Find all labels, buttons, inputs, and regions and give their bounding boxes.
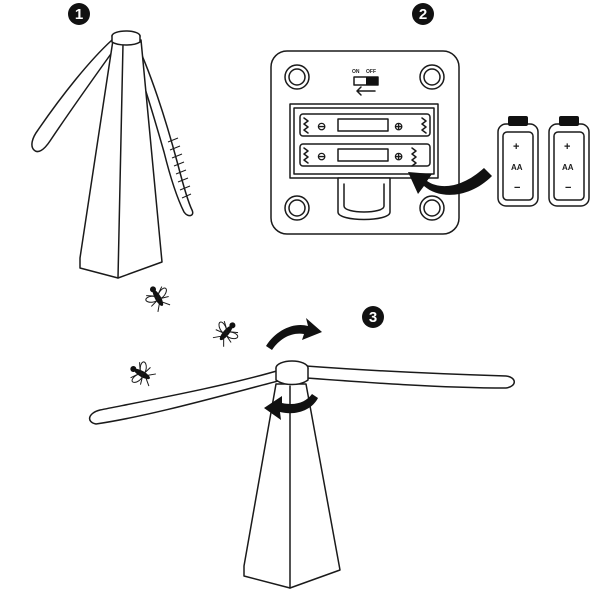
fly-icon — [130, 361, 156, 387]
fan-body-3 — [243, 383, 341, 589]
switch-on-label: ON — [352, 69, 360, 75]
step-badge-3: 3 — [362, 306, 384, 328]
svg-text:+: + — [513, 141, 519, 153]
rotate-arrow-icon — [266, 318, 322, 350]
svg-text:⊖: ⊖ — [317, 121, 326, 133]
step-badge-2: 2 — [412, 3, 434, 25]
folded-blade-left — [31, 39, 119, 153]
step-number-1: 1 — [75, 6, 83, 23]
switch-off-label: OFF — [366, 69, 376, 75]
step-badge-1: 1 — [68, 3, 90, 25]
step-1-folded-fan — [31, 30, 194, 279]
battery-compartment — [289, 103, 439, 179]
fly-icon — [212, 320, 239, 347]
battery-icon: + AA − — [548, 116, 590, 207]
base-feet — [284, 64, 445, 221]
fly-icon — [145, 286, 171, 312]
rotate-arrow-icon — [264, 394, 318, 420]
step-3-spinning-fan — [88, 318, 515, 589]
battery-icon: + AA − — [497, 116, 539, 207]
compartment-cell-2: ⊖ ⊕ — [299, 143, 431, 167]
fan-body-1-edge — [117, 43, 124, 279]
svg-text:⊕: ⊕ — [394, 121, 403, 133]
step-number-3: 3 — [369, 309, 377, 326]
compartment-cell-1: ⊖ ⊕ — [299, 113, 431, 137]
svg-text:+: + — [564, 141, 570, 153]
spinning-blade-left — [88, 369, 283, 425]
compartment-latch[interactable] — [337, 177, 391, 221]
svg-text:−: − — [565, 182, 571, 194]
svg-text:⊖: ⊖ — [317, 151, 326, 163]
step-2-battery-install: ON OFF ⊖ ⊕ ⊖ ⊕ — [270, 50, 590, 235]
svg-text:⊕: ⊕ — [394, 151, 403, 163]
blade-hatching — [167, 137, 192, 199]
power-switch[interactable]: ON OFF — [352, 69, 379, 96]
svg-text:AA: AA — [511, 163, 523, 172]
spinning-blade-right — [305, 365, 515, 389]
svg-text:−: − — [514, 182, 520, 194]
step-number-2: 2 — [419, 6, 427, 23]
insert-arrow-icon — [408, 168, 492, 195]
svg-text:AA: AA — [562, 163, 574, 172]
